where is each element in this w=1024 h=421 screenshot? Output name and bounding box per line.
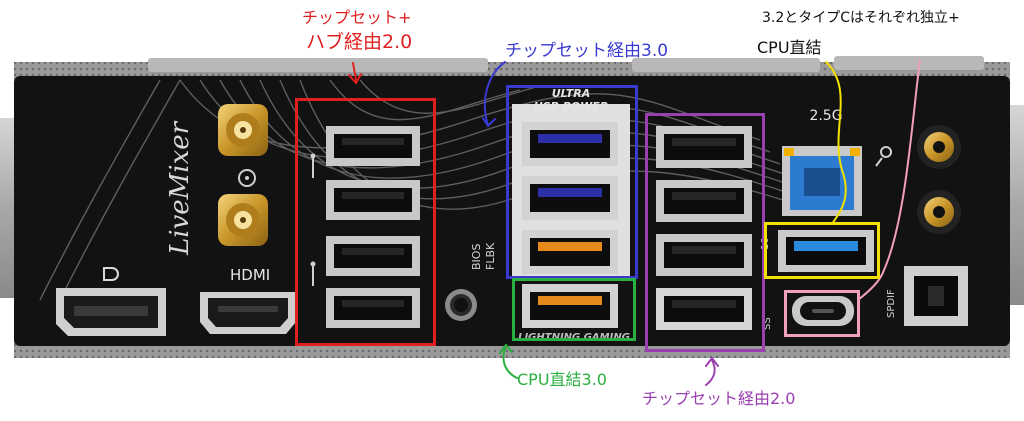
- label-independent-1: 3.2とタイプCはそれぞれ独立+: [762, 10, 960, 26]
- ultra-print-1: ULTRA: [552, 87, 591, 100]
- label-chipset-20: チップセット経由2.0: [642, 389, 796, 408]
- wifi-antenna-connector-bottom: [218, 194, 268, 246]
- usb-32-port: [778, 230, 874, 272]
- usb-blue-port: [522, 176, 618, 220]
- top-tab: [834, 56, 984, 70]
- bios-print-2: FLBK: [484, 242, 497, 270]
- bios-print-1: BIOS: [470, 244, 483, 270]
- audio-jack-line-out: [917, 125, 961, 169]
- audio-jack-mic: [917, 190, 961, 234]
- displayport-port: [56, 288, 166, 336]
- usb-icon: [310, 153, 316, 286]
- usb-orange-port: [522, 230, 618, 274]
- label-chipset-30: チップセット経由3.0: [505, 41, 669, 61]
- usb-ss-print: SS: [762, 317, 773, 330]
- top-tab: [148, 58, 488, 72]
- purple-arrow: [705, 359, 716, 386]
- bios-flashback-button: [445, 289, 477, 321]
- pink-line: [857, 59, 921, 301]
- usb-type-c-port: [792, 296, 854, 326]
- usb-stack-black-left: [326, 126, 420, 328]
- usb-stack-black-right: [656, 126, 752, 330]
- hdmi-port: [200, 292, 296, 334]
- brand-script: LiveMixer: [165, 120, 195, 256]
- wifi-antenna-connector-top: [218, 104, 268, 156]
- usb-orange-port: [522, 284, 618, 328]
- green-arrowhead: [499, 343, 513, 354]
- label-cpu-30: CPU直結3.0: [517, 370, 607, 389]
- microphone-icon: [875, 146, 892, 167]
- red-arrow: [352, 62, 357, 81]
- usb-10-print: 10: [760, 237, 771, 250]
- ultra-print-2: USB POWER: [534, 100, 609, 113]
- red-arrowhead: [348, 73, 362, 85]
- lan-speed-print: 2.5G: [809, 108, 842, 124]
- blue-arrow: [483, 61, 506, 126]
- usb-blue-port: [522, 122, 618, 166]
- label-independent-2: CPU直結: [757, 38, 822, 57]
- lightning-print: LIGHTNING GAMING: [518, 332, 630, 343]
- spdif-port: [904, 266, 968, 326]
- wifi-icon: [238, 169, 256, 187]
- top-tab: [632, 58, 820, 72]
- spdif-print: SPDIF: [886, 289, 897, 318]
- lan-port: [782, 146, 862, 216]
- purple-arrowhead: [705, 356, 719, 367]
- hdmi-print: HDMI: [230, 266, 271, 284]
- yellow-line: [825, 61, 847, 225]
- blue-arrowhead: [482, 117, 496, 128]
- label-chipset-hub-1: チップセット+: [302, 8, 412, 27]
- green-arrow: [502, 345, 518, 379]
- label-chipset-hub-2: ハブ経由2.0: [306, 31, 413, 53]
- displayport-icon: [103, 267, 119, 281]
